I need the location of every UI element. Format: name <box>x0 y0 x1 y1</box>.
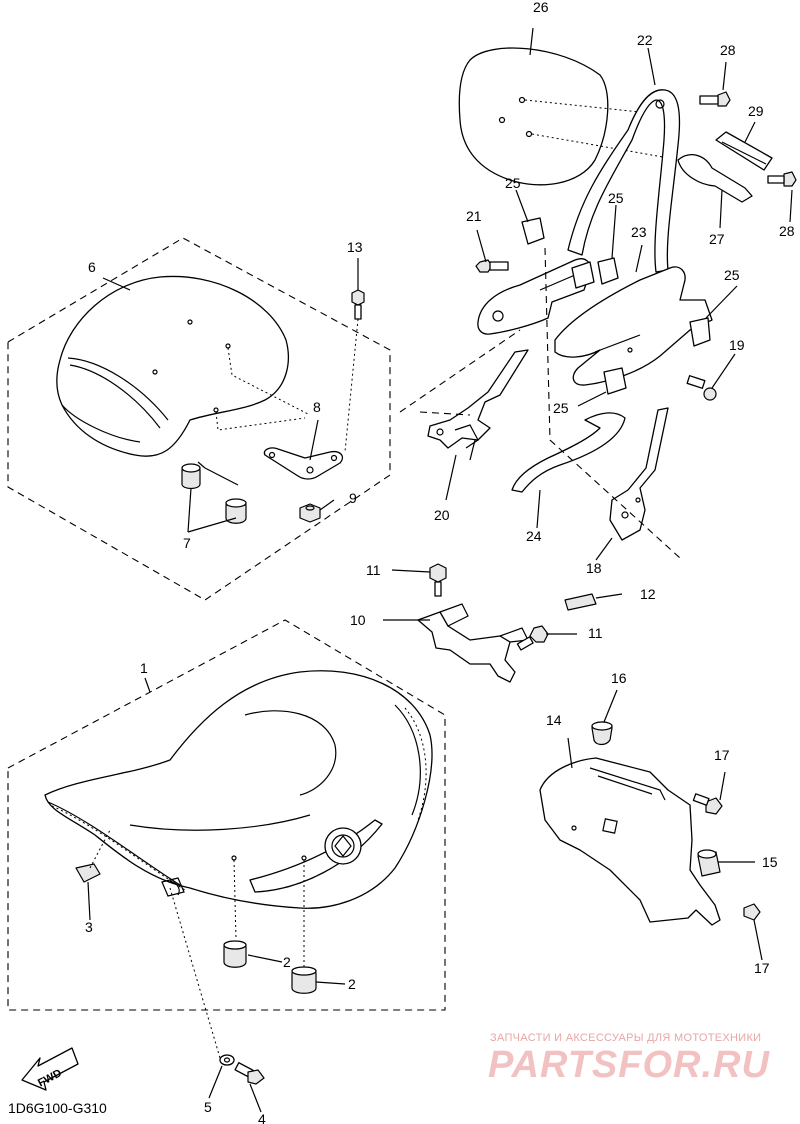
backrest-pad <box>458 47 681 186</box>
label-part-12: 12 <box>640 586 656 602</box>
bracket-10 <box>417 603 529 683</box>
label-part-9: 9 <box>349 490 357 506</box>
label-part-19: 19 <box>729 337 745 353</box>
screw-17 <box>692 793 761 921</box>
label-part-22: 22 <box>637 32 653 48</box>
fastener-axis <box>169 887 221 1059</box>
label-part-17b: 17 <box>754 960 770 976</box>
bolt-21 <box>475 259 509 273</box>
label-part-3: 3 <box>85 919 93 935</box>
label-part-4: 4 <box>258 1111 266 1124</box>
label-part-1: 1 <box>140 660 148 676</box>
bracket-27 <box>677 154 753 203</box>
stay-24 <box>511 412 626 493</box>
label-part-26: 26 <box>533 0 549 15</box>
damper-7 <box>181 461 247 524</box>
bolt-4 <box>234 1062 265 1085</box>
pad-12 <box>564 593 597 611</box>
label-part-23: 23 <box>631 224 647 240</box>
label-part-18: 18 <box>586 560 602 576</box>
bracket-8 <box>263 447 344 480</box>
label-part-20: 20 <box>434 507 450 523</box>
rider-seat-group-outline <box>7 237 391 601</box>
label-part-13: 13 <box>347 239 363 255</box>
label-part-7: 7 <box>183 535 191 551</box>
label-part-6: 6 <box>88 259 96 275</box>
trim-29 <box>715 131 773 171</box>
bolt-28 <box>699 91 797 187</box>
label-part-5: 5 <box>204 1099 212 1115</box>
label-part-27: 27 <box>709 231 725 247</box>
leader-lines <box>87 27 793 1113</box>
label-part-25d: 25 <box>553 400 569 416</box>
grommet-16 <box>591 721 613 746</box>
main-seat-group-outline <box>7 619 446 1011</box>
label-part-28: 28 <box>720 42 736 58</box>
label-part-11b: 11 <box>588 625 603 641</box>
fwd-arrow-icon <box>21 1047 79 1091</box>
label-part-21: 21 <box>466 208 482 224</box>
label-part-24: 24 <box>526 528 542 544</box>
label-part-25c: 25 <box>724 267 740 283</box>
fastener-nut <box>161 877 185 897</box>
bolt-19 <box>686 375 717 401</box>
label-part-25b: 25 <box>608 190 624 206</box>
right-side-plate <box>554 266 713 386</box>
side-cover-14 <box>539 757 721 926</box>
label-part-2b: 2 <box>348 976 356 992</box>
damper-2 <box>223 940 317 994</box>
watermark-tagline: ЗАПЧАСТИ И АКСЕССУАРЫ ДЛЯ МОТОТЕХНИКИ <box>490 1032 762 1044</box>
label-part-16: 16 <box>611 670 627 686</box>
clip-25 <box>521 217 711 395</box>
watermark-brand: PARTSFOR.RU <box>488 1044 770 1086</box>
diagram-code: 1D6G100-G310 <box>8 1100 107 1116</box>
label-part-10: 10 <box>350 612 366 628</box>
nut-9 <box>299 503 321 523</box>
washer-5 <box>219 1054 235 1066</box>
label-part-28b: 28 <box>779 223 795 239</box>
main-seat <box>44 670 433 968</box>
label-part-11: 11 <box>366 562 381 578</box>
label-part-29: 29 <box>748 103 764 119</box>
rider-seat <box>56 275 311 457</box>
label-part-2: 2 <box>283 954 291 970</box>
bolt-13 <box>344 289 365 453</box>
label-part-8: 8 <box>313 399 321 415</box>
part-number-labels: 1 2 2 3 4 5 6 7 8 9 10 11 11 12 13 14 15… <box>36 0 795 1124</box>
label-part-17: 17 <box>714 747 730 763</box>
label-part-25a: 25 <box>505 175 521 191</box>
label-part-14: 14 <box>546 712 562 728</box>
bolt-11 <box>429 563 549 651</box>
label-part-15: 15 <box>762 854 778 870</box>
grommet-15 <box>697 849 721 877</box>
latch-20 <box>427 349 529 461</box>
grommet-3 <box>75 829 111 883</box>
